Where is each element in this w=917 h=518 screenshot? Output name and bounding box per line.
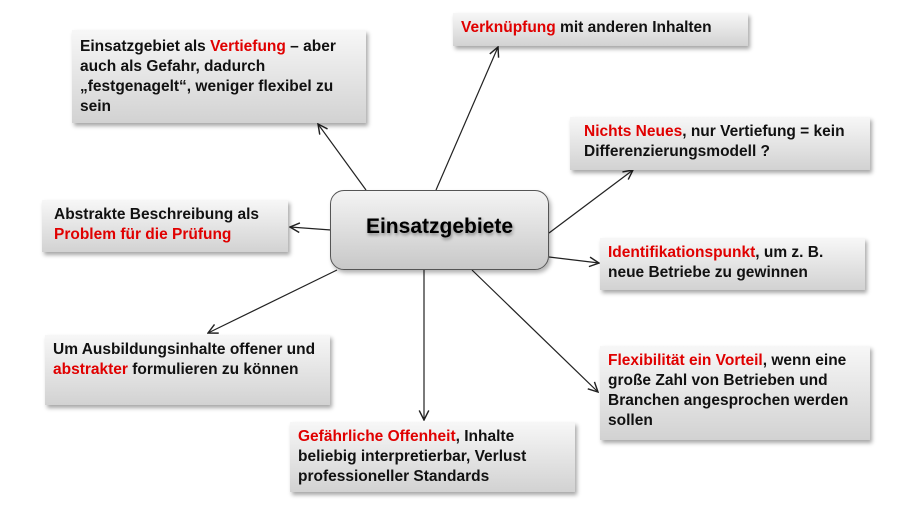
node-nichts-neues: Nichts Neues, nur Vertiefung = kein Diff… bbox=[570, 117, 870, 170]
arrow-nichts-neues bbox=[548, 170, 633, 234]
node-text: – aber auch als Gefahr, dadurch „festgen… bbox=[80, 38, 336, 115]
arrow-abstrakt bbox=[290, 227, 332, 230]
node-highlight: Vertiefung bbox=[210, 38, 286, 55]
arrow-ausbildung bbox=[208, 269, 338, 333]
arrow-identifikation bbox=[548, 256, 599, 263]
node-text: Abstrakte Beschreibung als bbox=[54, 206, 260, 223]
arrow-vertiefung bbox=[318, 124, 367, 191]
node-text: formulieren zu können bbox=[127, 361, 299, 378]
node-identifikation: Identifikationspunkt, um z. B. neue Betr… bbox=[600, 238, 865, 290]
central-topic: Einsatzgebiete bbox=[330, 190, 549, 270]
node-text: , Inhalte beliebig interpretierbar, Verl… bbox=[298, 428, 527, 485]
node-highlight: Nichts Neues bbox=[584, 123, 683, 140]
arrow-verknuepfung bbox=[435, 47, 498, 191]
arrow-flexibilitaet bbox=[471, 269, 598, 392]
node-highlight: Problem für die Prüfung bbox=[54, 226, 232, 243]
node-highlight: Verknüpfung bbox=[461, 19, 556, 36]
node-ausbildung: Um Ausbildungsinhalte offener und abstra… bbox=[45, 335, 330, 405]
node-verknuepfung: Verknüpfung mit anderen Inhalten bbox=[453, 13, 748, 46]
node-text: , nur Vertiefung = kein Differenzierungs… bbox=[584, 123, 845, 160]
node-vertiefung: Einsatzgebiet als Vertiefung – aber auch… bbox=[72, 30, 366, 123]
node-abstrakt: Abstrakte Beschreibung als Problem für d… bbox=[42, 200, 288, 252]
node-flexibilitaet: Flexibilität ein Vorteil, wenn eine groß… bbox=[600, 346, 870, 440]
node-highlight: Flexibilität ein Vorteil bbox=[608, 352, 763, 369]
node-text: mit anderen Inhalten bbox=[555, 19, 712, 36]
node-text: Um Ausbildungsinhalte offener und bbox=[53, 341, 316, 358]
node-text: Einsatzgebiet als bbox=[80, 38, 211, 55]
node-offenheit: Gefährliche Offenheit, Inhalte beliebig … bbox=[290, 422, 575, 492]
node-highlight: Identifikationspunkt bbox=[608, 244, 756, 261]
node-text: , wenn eine große Zahl von Betrieben und… bbox=[608, 352, 849, 429]
node-text: , um z. B. neue Betriebe zu gewinnen bbox=[608, 244, 824, 281]
node-highlight: abstrakter bbox=[53, 361, 128, 378]
node-highlight: Gefährliche Offenheit bbox=[298, 428, 456, 445]
